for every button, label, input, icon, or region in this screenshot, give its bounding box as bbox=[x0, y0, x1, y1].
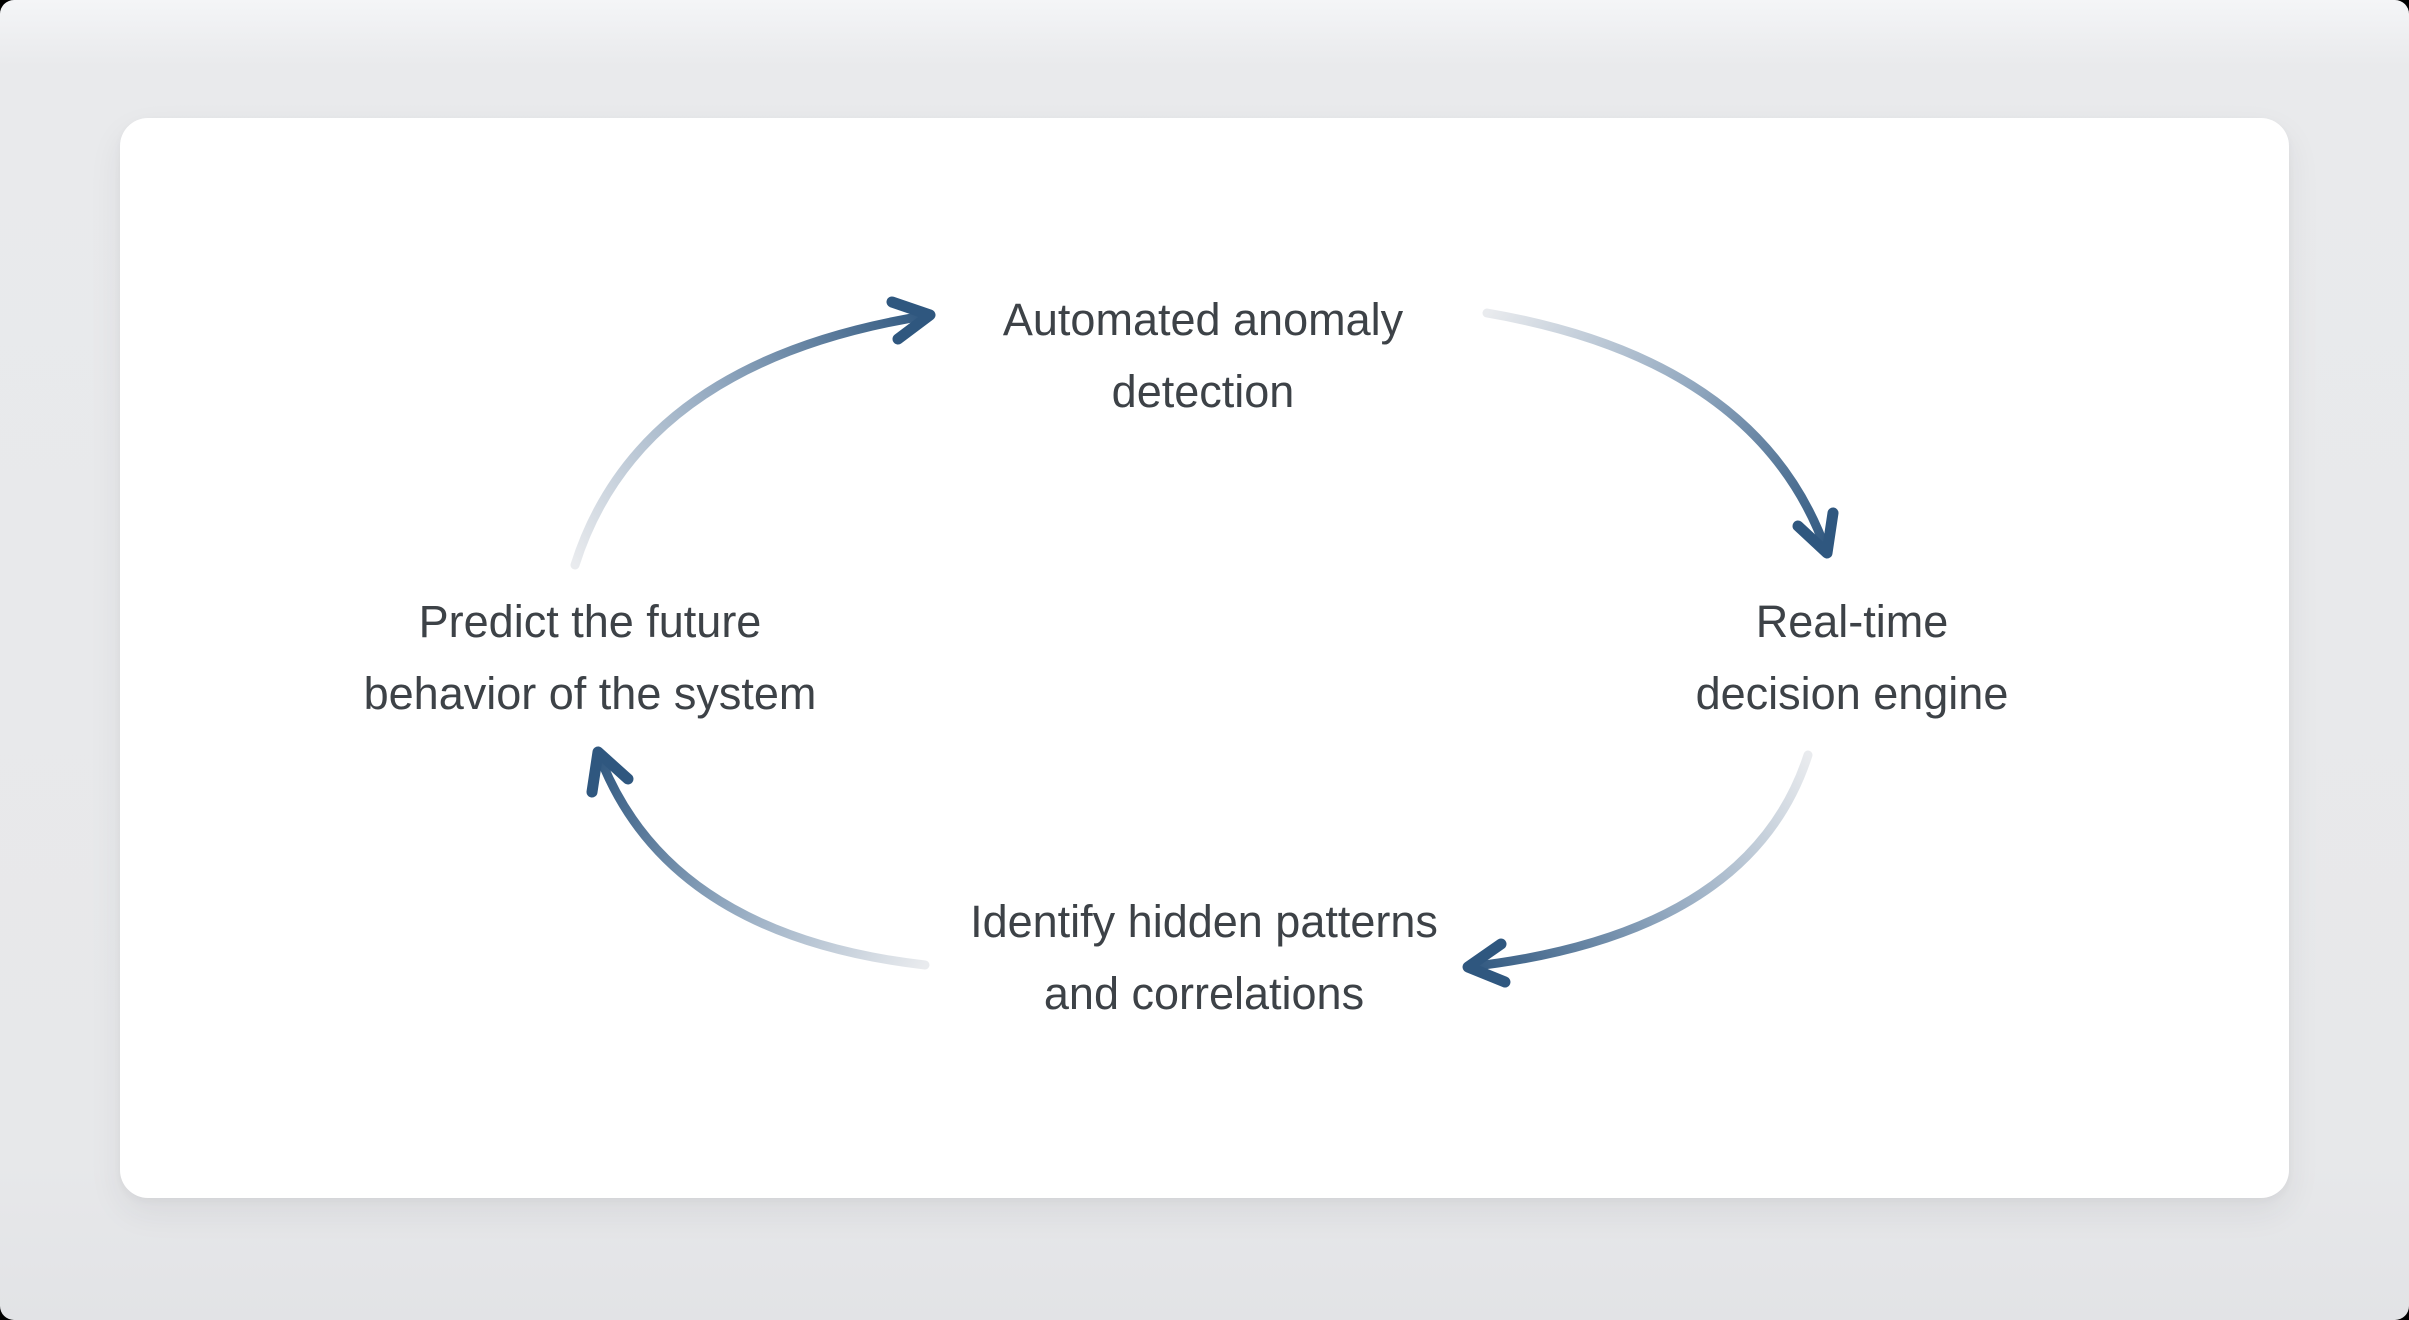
node-label-line: behavior of the system bbox=[363, 668, 817, 719]
arrow-automated-to-realtime bbox=[1482, 308, 1839, 559]
diagram-card: Automated anomaly detection Real-time de… bbox=[120, 118, 2289, 1198]
node-label-line: detection bbox=[1111, 366, 1295, 417]
node-label-line: and correlations bbox=[1043, 968, 1365, 1019]
arrow-identify-to-predict bbox=[586, 746, 930, 970]
arrow-realtime-to-identify bbox=[1462, 750, 1813, 988]
node-label-line: Identify hidden patterns bbox=[970, 896, 1438, 947]
node-real-time-decision-engine: Real-time decision engine bbox=[1696, 586, 2009, 730]
cycle-arrows-canvas bbox=[570, 296, 1839, 988]
node-label-line: Automated anomaly bbox=[1002, 294, 1404, 345]
arrowhead-icon bbox=[586, 746, 634, 798]
arrow-predict-to-automated bbox=[570, 296, 936, 570]
arrowhead-icon bbox=[1792, 507, 1839, 559]
node-identify-hidden-patterns: Identify hidden patterns and correlation… bbox=[970, 886, 1438, 1030]
node-label-line: decision engine bbox=[1695, 668, 2009, 719]
node-label-line: Real-time bbox=[1755, 596, 1949, 647]
arrowhead-icon bbox=[886, 296, 936, 345]
arrowhead-icon bbox=[1462, 938, 1511, 988]
node-automated-anomaly-detection: Automated anomaly detection bbox=[1003, 284, 1403, 428]
node-predict-future-behavior: Predict the future behavior of the syste… bbox=[364, 586, 817, 730]
node-label-line: Predict the future bbox=[418, 596, 762, 647]
